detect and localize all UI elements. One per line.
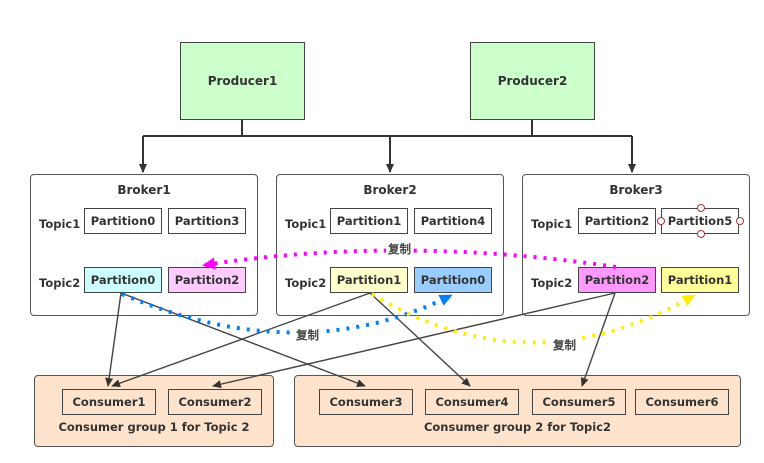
broker3-container: Broker3 Topic1 Partition2 Partition5 Top… [522, 174, 750, 316]
broker3-topic2-label: Topic2 [531, 276, 573, 290]
broker2-title: Broker2 [363, 183, 417, 197]
producer1-node: Producer1 [180, 42, 305, 120]
resize-handle-right[interactable] [736, 217, 744, 225]
broker2-topic1-label: Topic1 [285, 217, 327, 231]
broker3-topic2-partition1: Partition1 [661, 267, 739, 293]
broker1-topic1-partition3: Partition3 [168, 208, 246, 234]
resize-handle-left[interactable] [657, 217, 665, 225]
producer1-label: Producer1 [207, 74, 278, 88]
producer2-node: Producer2 [470, 42, 595, 120]
consumer-group-2-label: Consumer group 2 for Topic2 [423, 420, 612, 434]
consumer-group-2: Consumer3 Consumer4 Consumer5 Consumer6 … [294, 375, 741, 447]
replication-label-yellow: 复制 [551, 337, 578, 353]
consumer2-node: Consumer2 [168, 389, 262, 415]
broker3-topic1-partition2: Partition2 [578, 208, 656, 234]
broker3-title: Broker3 [609, 183, 663, 197]
replication-label-blue: 复制 [294, 327, 321, 343]
resize-handle-top[interactable] [697, 204, 705, 212]
broker2-topic1-partition1: Partition1 [330, 208, 408, 234]
consumer1-node: Consumer1 [62, 389, 156, 415]
broker2-topic2-partition0: Partition0 [414, 267, 492, 293]
consumer3-node: Consumer3 [319, 389, 413, 415]
broker1-topic2-partition2: Partition2 [168, 267, 246, 293]
consumer-group-1-label: Consumer group 1 for Topic 2 [58, 420, 250, 434]
broker2-topic2-partition1: Partition1 [330, 267, 408, 293]
replication-label-magenta: 复制 [386, 241, 413, 257]
consumer4-node: Consumer4 [425, 389, 519, 415]
broker3-topic2-partition2: Partition2 [578, 267, 656, 293]
broker1-topic2-partition0: Partition0 [84, 267, 162, 293]
consumer5-node: Consumer5 [532, 389, 626, 415]
resize-handle-bottom[interactable] [697, 230, 705, 238]
broker1-topic1-partition0: Partition0 [84, 208, 162, 234]
consumer-group-1: Consumer1 Consumer2 Consumer group 1 for… [34, 375, 274, 447]
producer2-label: Producer2 [497, 74, 568, 88]
broker1-container: Broker1 Topic1 Partition0 Partition3 Top… [30, 174, 258, 316]
broker2-topic1-partition4: Partition4 [414, 208, 492, 234]
broker2-topic2-label: Topic2 [285, 276, 327, 290]
broker1-topic2-label: Topic2 [39, 276, 81, 290]
consumer6-node: Consumer6 [635, 389, 729, 415]
broker3-topic1-label: Topic1 [531, 217, 573, 231]
broker1-title: Broker1 [117, 183, 171, 197]
broker1-topic1-label: Topic1 [39, 217, 81, 231]
